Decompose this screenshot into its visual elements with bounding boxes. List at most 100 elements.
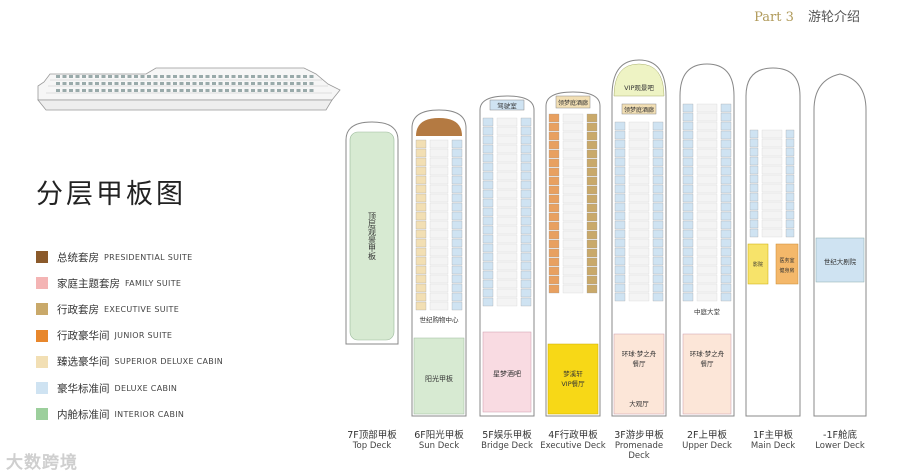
ship-window (205, 89, 210, 92)
deck-label-cn: 5F娱乐甲板 (482, 430, 532, 441)
cabin-cell (548, 131, 560, 141)
ship-window (101, 82, 106, 85)
deck-label-en: Promenade Deck (614, 441, 664, 461)
cabin-cell (749, 138, 759, 148)
cabin-cell (482, 288, 494, 298)
ship-window (82, 89, 86, 92)
cabin-cell (614, 292, 626, 302)
cabin-cell (548, 266, 560, 276)
cabin-cell (548, 257, 560, 267)
legend-swatch (36, 303, 48, 316)
cabin-cell (652, 238, 664, 248)
cabin-cell (652, 274, 664, 284)
cabin-cell (548, 275, 560, 285)
cabin-cell (548, 176, 560, 186)
legend-label-en: FAMILY SUITE (125, 278, 182, 288)
ship-window (270, 82, 275, 85)
ship-window (303, 89, 307, 92)
ship-window (244, 75, 249, 78)
ship-window (166, 89, 171, 92)
corridor-cell (496, 288, 518, 298)
main-cinema-label: 影院 (753, 261, 763, 268)
ship-window (75, 82, 80, 85)
deck-label-en: Main Deck (750, 441, 796, 451)
deck-label-cn: 2F上甲板 (686, 430, 727, 441)
ship-window (140, 82, 145, 85)
corridor-cell (496, 216, 518, 226)
ship-window (62, 75, 67, 78)
cabin-cell (614, 139, 626, 149)
cabin-cell (586, 131, 598, 141)
cabin-cell (586, 122, 598, 132)
cabin-cell (586, 113, 598, 123)
corridor-cell (696, 103, 718, 113)
cabin-cell (652, 283, 664, 293)
cabin-cell (482, 216, 494, 226)
corridor-cell (628, 121, 650, 131)
ship-window (147, 82, 151, 85)
cabin-cell (652, 166, 664, 176)
ship-window (153, 82, 158, 85)
ship-window (296, 82, 301, 85)
ship-window (264, 75, 268, 78)
ship-window (264, 89, 268, 92)
cabin-cell (451, 193, 463, 203)
cabin-cell (652, 184, 664, 194)
executive-vip-label: VIP餐厅 (561, 379, 585, 388)
cabin-cell (520, 279, 532, 289)
cabin-cell (415, 283, 427, 293)
cabin-cell (614, 175, 626, 185)
corridor-cell (696, 193, 718, 203)
cabin-cell (520, 135, 532, 145)
cabin-cell (652, 121, 664, 131)
ship-window (69, 82, 73, 85)
ship-window (199, 82, 203, 85)
cabin-cell (652, 247, 664, 257)
ship-window (218, 75, 223, 78)
cabin-cell (451, 148, 463, 158)
cabin-cell (520, 153, 532, 163)
ship-window (127, 89, 132, 92)
promenade-hall-label: 大观厅 (629, 399, 649, 408)
legend-label-en: PRESIDENTIAL SUITE (104, 252, 193, 262)
cabin-cell (451, 247, 463, 257)
cabin-cell (586, 284, 598, 294)
ship-window (270, 75, 275, 78)
cabin-cell (785, 138, 795, 148)
corridor-cell (562, 212, 584, 222)
corridor-cell (429, 166, 449, 176)
cabin-cell (586, 239, 598, 249)
deck-plans: 顶层观景甲板 世纪购物中心 阳光甲板 驾驶室 星梦酒吧 领梦庭酒廊 梦溪轩 VI… (345, 59, 867, 417)
corridor-cell (496, 153, 518, 163)
cabin-cell (586, 185, 598, 195)
upper-restaurant-label: 环球·梦之舟 (690, 349, 725, 358)
cabin-cell (520, 261, 532, 271)
corridor-cell (628, 193, 650, 203)
cabin-cell (652, 139, 664, 149)
ship-window (140, 89, 145, 92)
corridor-cell (429, 184, 449, 194)
cabin-cell (682, 274, 694, 284)
cabin-cell (451, 202, 463, 212)
legend-label-cn: 家庭主题套房 (57, 277, 120, 290)
corridor-cell (496, 243, 518, 253)
ship-window (205, 75, 210, 78)
ship-window (121, 75, 125, 78)
cabin-cell (586, 203, 598, 213)
cabin-cell (720, 184, 732, 194)
corridor-cell (429, 193, 449, 203)
corridor-cell (562, 185, 584, 195)
cabin-cell (614, 157, 626, 167)
cabin-cell (451, 175, 463, 185)
cabin-cell (614, 184, 626, 194)
ship-window (251, 82, 255, 85)
ship-window (257, 75, 262, 78)
corridor-cell (496, 270, 518, 280)
cabin-cell (548, 149, 560, 159)
promenade-restaurant-label: 环球·梦之舟 (622, 349, 657, 358)
cabin-cell (614, 229, 626, 239)
deck-label-cn: 7F顶部甲板 (347, 430, 397, 441)
ship-window (283, 82, 288, 85)
